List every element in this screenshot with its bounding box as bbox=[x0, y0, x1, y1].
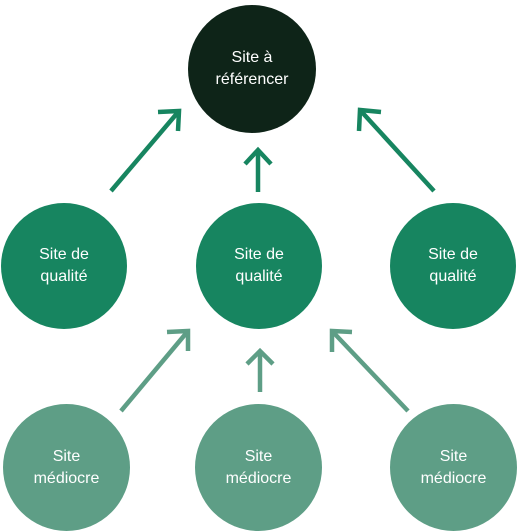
node-mediocre-site-middle: Site médiocre bbox=[195, 404, 322, 531]
arrow-quality-right-to-target bbox=[356, 107, 436, 193]
node-label-line2: qualité bbox=[235, 268, 283, 285]
node-mediocre-site-right: Site médiocre bbox=[390, 404, 517, 531]
node-label-line2: médiocre bbox=[225, 469, 292, 487]
node-quality-site-left: Site de qualité bbox=[1, 203, 127, 329]
node-label-line2: référencer bbox=[215, 71, 289, 88]
node-label-line2: médiocre bbox=[420, 469, 487, 487]
arrow-quality-middle-to-target bbox=[243, 146, 273, 192]
node-label-line1: Site à bbox=[231, 49, 273, 66]
node-label-line1: Site de bbox=[428, 246, 478, 263]
node-label-line2: médiocre bbox=[33, 469, 100, 487]
arrow-mediocre-left-to-quality bbox=[119, 328, 191, 413]
node-quality-site-right: Site de qualité bbox=[390, 203, 516, 329]
node-label-line1: Site de bbox=[234, 246, 284, 263]
node-quality-site-middle: Site de qualité bbox=[196, 203, 322, 329]
node-label-line1: Site de bbox=[39, 246, 89, 263]
node-label-line1: Site bbox=[244, 447, 273, 465]
node-label-line2: qualité bbox=[429, 268, 477, 285]
node-label-line1: Site bbox=[52, 447, 81, 465]
node-label-line1: Site bbox=[439, 447, 468, 465]
node-label-line2: qualité bbox=[40, 268, 88, 285]
arrow-quality-left-to-target bbox=[109, 108, 182, 193]
arrow-mediocre-middle-to-quality bbox=[245, 347, 275, 392]
node-mediocre-site-left: Site médiocre bbox=[3, 404, 130, 531]
node-site-to-reference: Site à référencer bbox=[188, 5, 316, 133]
arrow-mediocre-right-to-quality bbox=[329, 328, 410, 413]
